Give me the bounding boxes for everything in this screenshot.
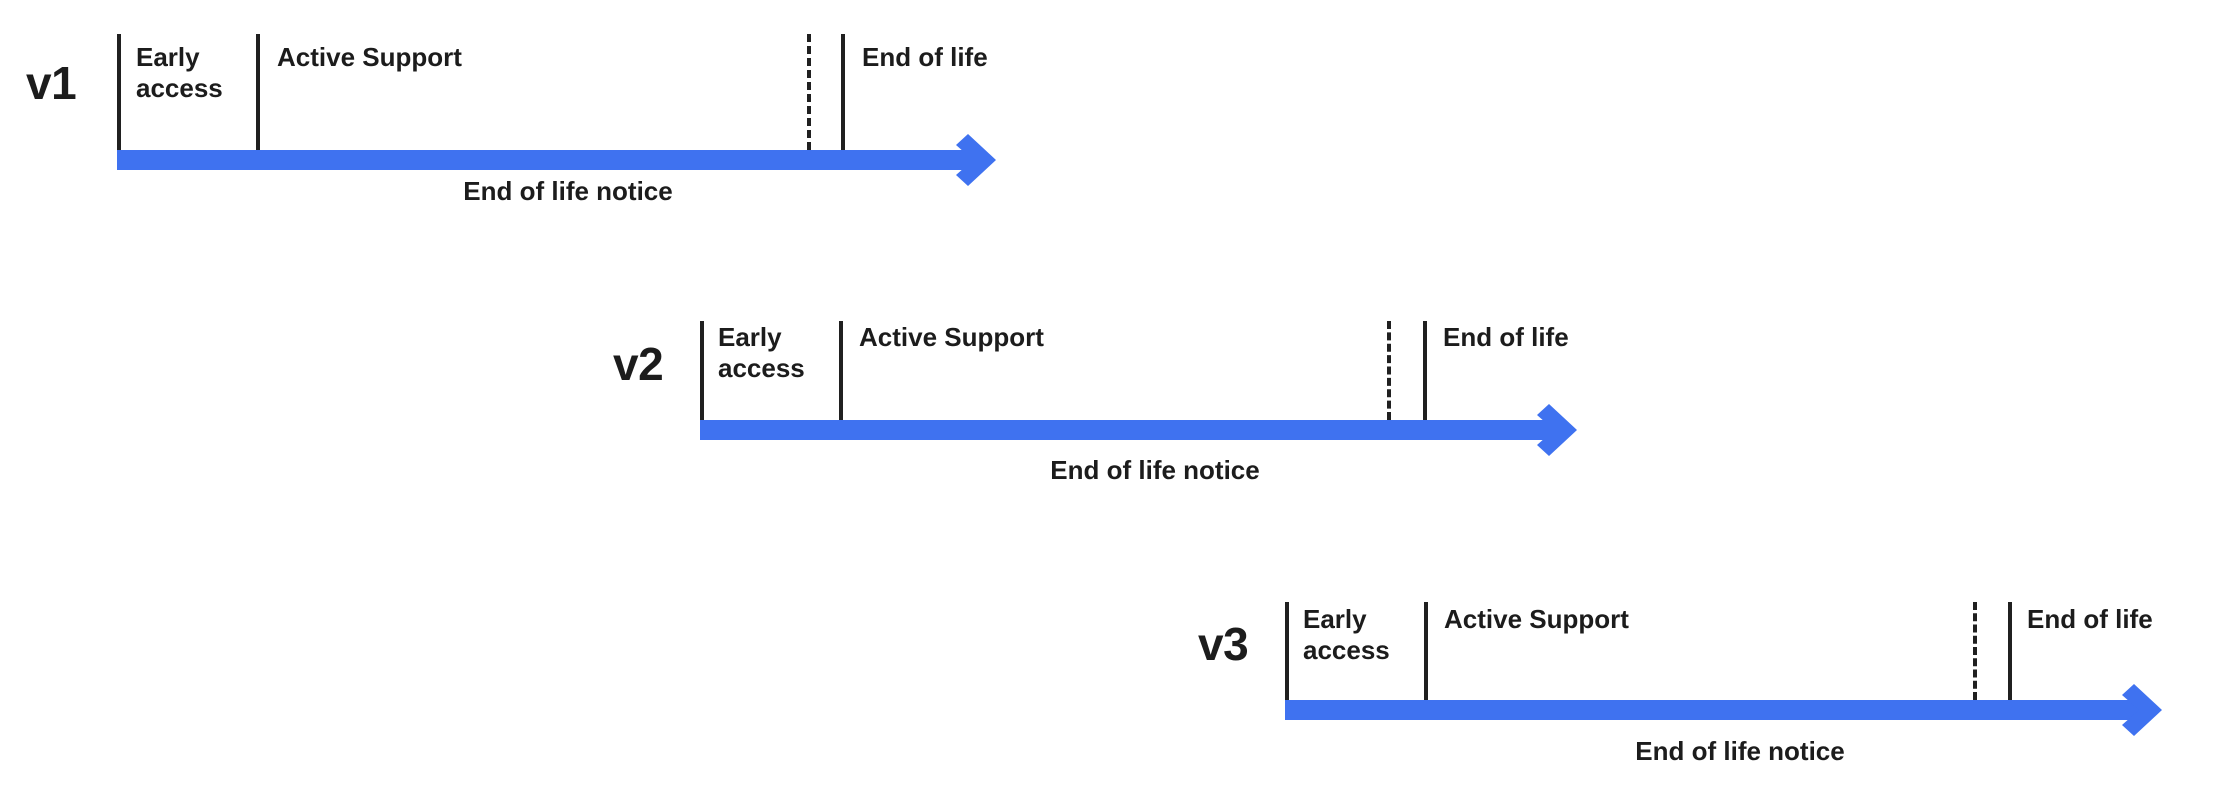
phase-label-v3-2: End of life: [2027, 604, 2153, 634]
phase-divider-v1-3: [841, 34, 845, 150]
phase-divider-v2-3: [1423, 321, 1427, 420]
phase-label-v1-2: End of life: [862, 42, 988, 72]
version-label-v3: v3: [1198, 618, 1249, 670]
phase-divider-v1-0: [117, 34, 121, 150]
timeline-bar-line-v1: [117, 150, 982, 170]
eol-notice-marker-v2-2: [1387, 321, 1391, 420]
phase-divider-v2-1: [839, 321, 843, 420]
phase-label-v2-0: Early access: [718, 322, 805, 383]
timeline-arrow-icon-v3: [2118, 678, 2182, 742]
timeline-bar-line-v2: [700, 420, 1563, 440]
phase-label-v3-0: Early access: [1303, 604, 1390, 665]
timeline-bar-line-v3: [1285, 700, 2148, 720]
phase-divider-v3-1: [1424, 602, 1428, 700]
eol-notice-marker-v3-2: [1973, 602, 1977, 700]
timeline-bar-v1: [117, 134, 1016, 186]
phase-divider-v3-3: [2008, 602, 2012, 700]
phase-label-v2-1: Active Support: [859, 322, 1044, 352]
phase-label-v1-0: Early access: [136, 42, 223, 103]
phase-label-v3-1: Active Support: [1444, 604, 1629, 634]
eol-notice-label-v2: End of life notice: [1050, 455, 1260, 485]
timeline-bar-v3: [1285, 684, 2182, 736]
phase-divider-v1-1: [256, 34, 260, 150]
phase-divider-v3-0: [1285, 602, 1289, 700]
version-label-v2: v2: [613, 338, 664, 390]
phase-label-v1-1: Active Support: [277, 42, 462, 72]
phase-label-v2-2: End of life: [1443, 322, 1569, 352]
phase-divider-v2-0: [700, 321, 704, 420]
eol-notice-label-v3: End of life notice: [1635, 736, 1845, 766]
eol-notice-label-v1: End of life notice: [463, 176, 673, 206]
timeline-bar-v2: [700, 404, 1597, 456]
timeline-arrow-icon-v1: [952, 128, 1016, 192]
timeline-arrow-icon-v2: [1533, 398, 1597, 462]
eol-notice-marker-v1-2: [807, 34, 811, 150]
version-label-v1: v1: [26, 57, 77, 109]
